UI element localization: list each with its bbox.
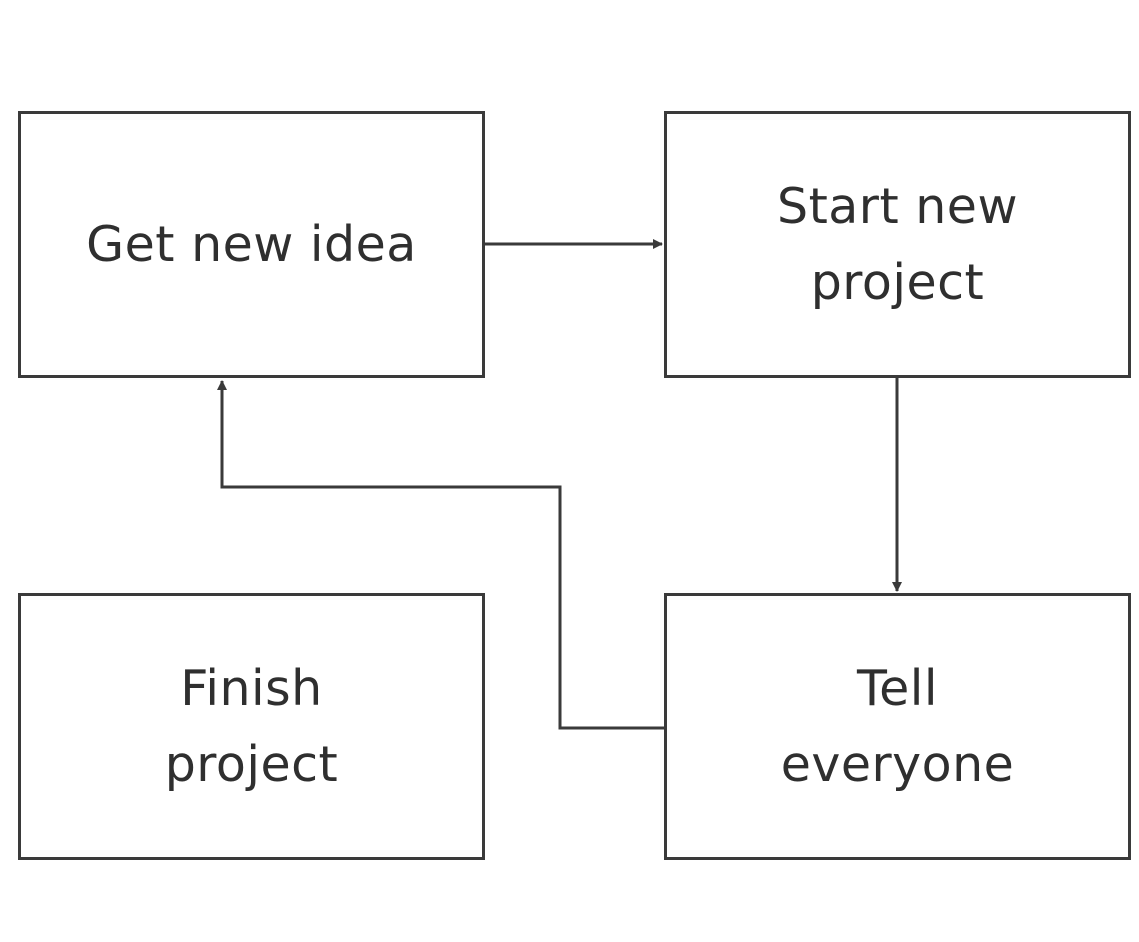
node-label: Finish project [164, 659, 339, 793]
node-get-new-idea: Get new idea [18, 111, 485, 378]
node-start-new-project: Start new project [664, 111, 1131, 378]
node-label: Start new project [776, 177, 1019, 311]
node-finish-project: Finish project [18, 593, 485, 860]
node-label: Tell everyone [780, 659, 1015, 793]
node-label: Get new idea [86, 215, 417, 273]
node-tell-everyone: Tell everyone [664, 593, 1131, 860]
